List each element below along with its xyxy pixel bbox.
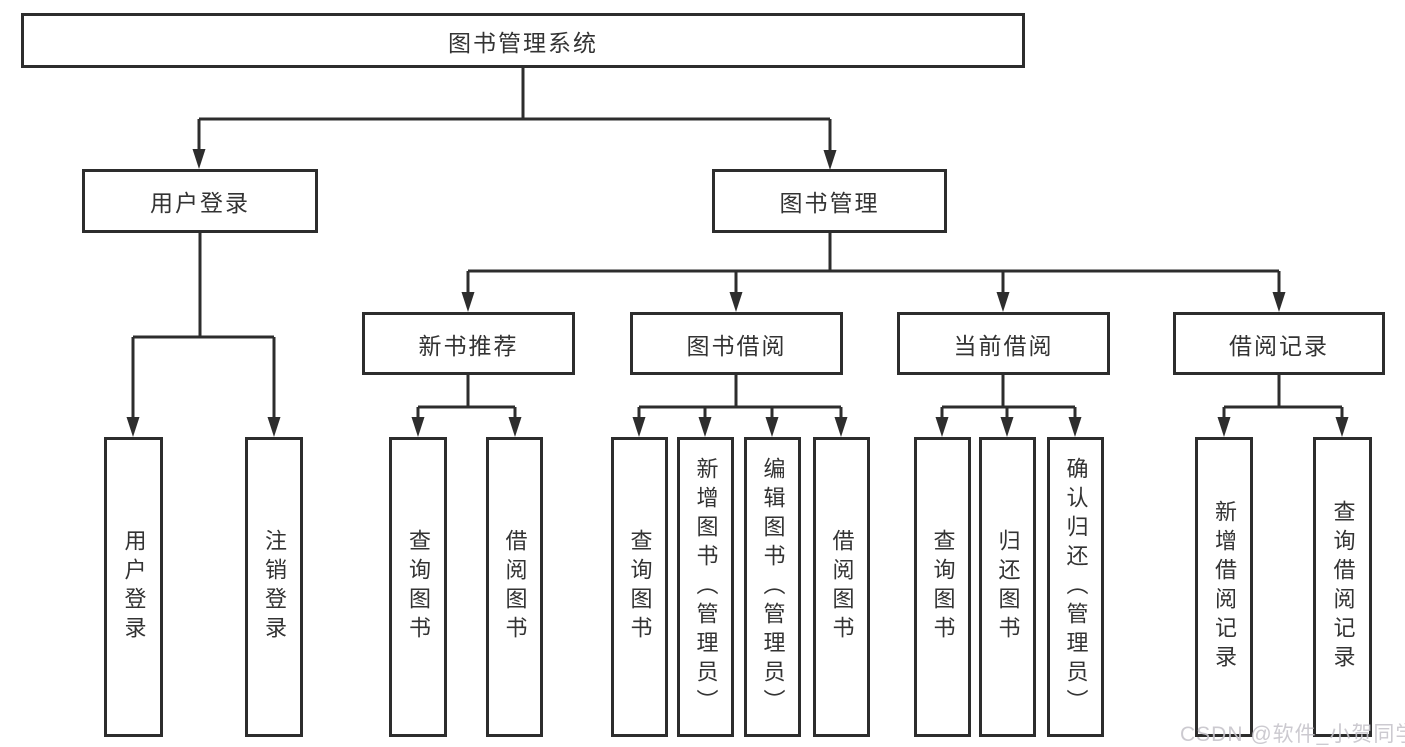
node-label: 当前借阅 bbox=[953, 332, 1054, 359]
node-label: 编辑图书（管理员） bbox=[760, 456, 786, 718]
leaf-add-borrow-record: 新增借阅记录 bbox=[1195, 437, 1253, 737]
leaf-logout: 注销登录 bbox=[245, 437, 303, 737]
node-label: 图书管理系统 bbox=[448, 29, 598, 56]
node-label: 查询借阅记录 bbox=[1330, 500, 1356, 674]
node-current-borrow: 当前借阅 bbox=[897, 312, 1110, 375]
leaf-edit-books-admin: 编辑图书（管理员） bbox=[744, 437, 801, 737]
arrowhead bbox=[935, 417, 949, 437]
node-user-login: 用户登录 bbox=[82, 169, 318, 233]
arrowhead bbox=[834, 417, 848, 437]
node-label: 查询图书 bbox=[627, 529, 653, 645]
node-label: 新增图书（管理员） bbox=[693, 456, 719, 718]
leaf-borrow-books-2: 借阅图书 bbox=[813, 437, 870, 737]
node-label: 用户登录 bbox=[121, 529, 147, 645]
node-label: 确认归还（管理员） bbox=[1063, 456, 1089, 718]
arrowhead bbox=[1068, 417, 1082, 437]
node-label: 用户登录 bbox=[150, 190, 250, 216]
arrowhead bbox=[1335, 417, 1349, 437]
node-label: 借阅记录 bbox=[1229, 332, 1329, 359]
node-label: 查询图书 bbox=[930, 529, 956, 645]
leaf-query-books-3: 查询图书 bbox=[914, 437, 971, 737]
arrowhead bbox=[411, 417, 425, 437]
node-book-management: 图书管理 bbox=[712, 169, 947, 233]
node-label: 借阅图书 bbox=[829, 529, 855, 645]
connector-path bbox=[131, 68, 1344, 420]
leaf-user-login: 用户登录 bbox=[104, 437, 163, 737]
leaf-query-books-2: 查询图书 bbox=[611, 437, 668, 737]
leaf-query-borrow-record: 查询借阅记录 bbox=[1313, 437, 1372, 737]
arrowhead bbox=[823, 150, 837, 170]
node-label: 新增借阅记录 bbox=[1212, 500, 1237, 674]
arrowhead bbox=[508, 417, 522, 437]
leaf-add-books-admin: 新增图书（管理员） bbox=[677, 437, 734, 737]
arrowhead bbox=[698, 417, 712, 437]
node-label: 注销登录 bbox=[262, 529, 287, 645]
leaf-query-books-1: 查询图书 bbox=[389, 437, 447, 737]
csdn-watermark: CSDN @软件_小贺同学 bbox=[1180, 723, 1405, 746]
arrowhead bbox=[267, 417, 281, 437]
arrowhead bbox=[1000, 417, 1014, 437]
arrowhead bbox=[126, 417, 140, 437]
node-label: 查询图书 bbox=[406, 529, 431, 645]
node-label: 借阅图书 bbox=[502, 529, 528, 645]
leaf-confirm-return-admin: 确认归还（管理员） bbox=[1047, 437, 1104, 737]
leaf-borrow-books-1: 借阅图书 bbox=[486, 437, 543, 737]
node-book-borrow: 图书借阅 bbox=[630, 312, 843, 375]
node-label: 图书借阅 bbox=[686, 332, 787, 359]
node-label: 图书管理 bbox=[779, 190, 880, 216]
arrowhead bbox=[1217, 417, 1231, 437]
leaf-return-books: 归还图书 bbox=[979, 437, 1036, 737]
arrowhead bbox=[461, 292, 475, 312]
node-label: 新书推荐 bbox=[418, 332, 519, 359]
node-borrow-records: 借阅记录 bbox=[1173, 312, 1385, 375]
arrowhead bbox=[996, 292, 1010, 312]
arrowhead bbox=[192, 149, 206, 169]
arrowheads bbox=[126, 149, 1349, 437]
arrowhead bbox=[632, 417, 646, 437]
node-root: 图书管理系统 bbox=[21, 13, 1025, 68]
arrowhead bbox=[1272, 292, 1286, 312]
arrowhead bbox=[765, 417, 779, 437]
node-label: 归还图书 bbox=[995, 529, 1021, 645]
arrowhead bbox=[729, 292, 743, 312]
node-new-book-recommend: 新书推荐 bbox=[362, 312, 575, 375]
